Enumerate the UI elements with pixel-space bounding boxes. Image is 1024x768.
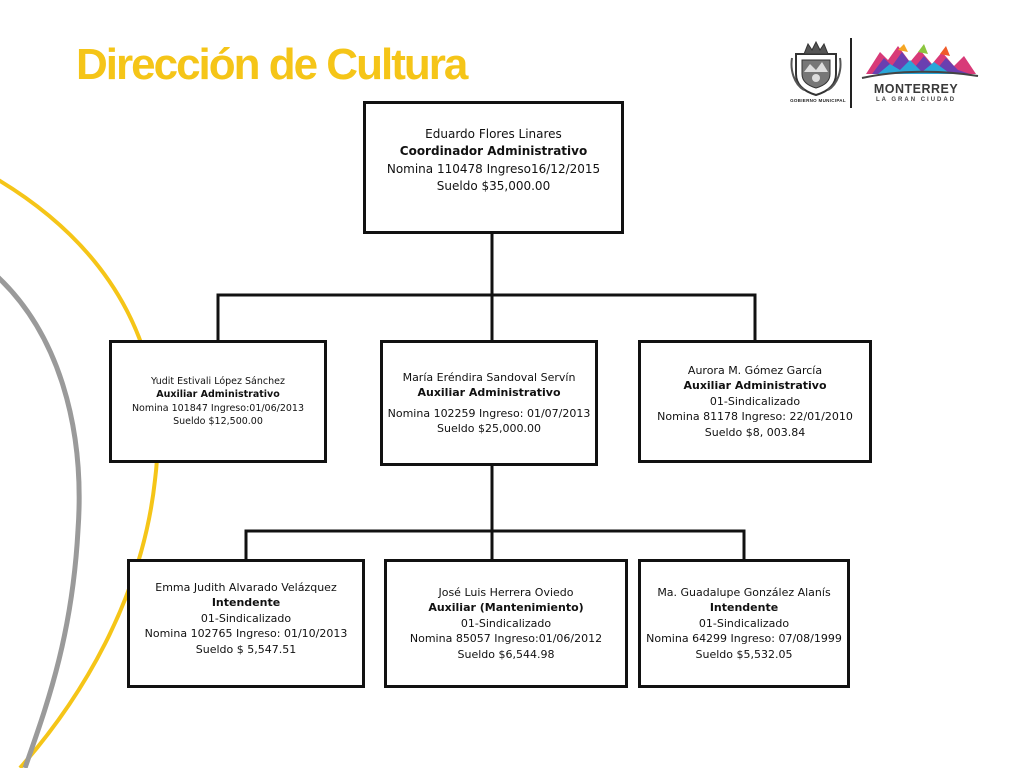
yellow-arc	[0, 178, 160, 768]
org-node-level3-left: Emma Judith Alvarado Velázquez Intendent…	[127, 559, 365, 688]
slide-title: Dirección de Cultura	[76, 40, 468, 89]
org-node-level3-right: Ma. Guadalupe González Alanís Intendente…	[638, 559, 850, 688]
person-tipo: 01-Sindicalizado	[709, 394, 801, 408]
person-role: Intendente	[211, 596, 281, 610]
org-node-level2-center: María Eréndira Sandoval Servín Auxiliar …	[380, 340, 598, 466]
person-name: Ma. Guadalupe González Alanís	[657, 586, 831, 600]
seal-caption: GOBIERNO MUNICIPAL	[790, 98, 846, 103]
person-tipo: 01-Sindicalizado	[698, 616, 790, 630]
person-tipo: 01-Sindicalizado	[460, 616, 552, 630]
person-sueldo: Sueldo $8, 003.84	[704, 425, 806, 439]
person-sueldo: Sueldo $35,000.00	[436, 179, 551, 194]
person-nomina: Nomina 64299 Ingreso: 07/08/1999	[646, 632, 842, 646]
person-name: María Eréndira Sandoval Servín	[402, 370, 576, 384]
person-name: Yudit Estivali López Sánchez	[151, 375, 285, 387]
org-node-director: Eduardo Flores Linares Coordinador Admin…	[363, 101, 624, 234]
person-name: Aurora M. Gómez García	[687, 364, 823, 378]
person-nomina: Nomina 81178 Ingreso: 22/01/2010	[657, 410, 853, 424]
person-name: José Luis Herrera Oviedo	[438, 586, 574, 600]
person-nomina: Nomina 102765 Ingreso: 01/10/2013	[144, 627, 348, 641]
org-node-level3-center: José Luis Herrera Oviedo Auxiliar (Mante…	[384, 559, 628, 688]
person-sueldo: Sueldo $12,500.00	[173, 415, 263, 427]
org-node-level2-right: Aurora M. Gómez García Auxiliar Administ…	[638, 340, 872, 463]
org-node-level2-left: Yudit Estivali López Sánchez Auxiliar Ad…	[109, 340, 327, 463]
monterrey-mountain-logo-icon	[861, 44, 979, 79]
person-nomina: Nomina 85057 Ingreso:01/06/2012	[409, 632, 603, 646]
person-sueldo: Sueldo $ 5,547.51	[195, 642, 297, 656]
city-tagline: LA GRAN CIUDAD	[875, 97, 957, 103]
person-sueldo: Sueldo $6,544.98	[457, 647, 555, 661]
logo-separator	[850, 38, 852, 108]
person-tipo: 01-Sindicalizado	[200, 611, 292, 625]
gray-arc	[0, 275, 82, 768]
person-role: Coordinador Administrativo	[399, 144, 588, 159]
person-sueldo: Sueldo $25,000.00	[437, 421, 541, 435]
municipal-seal-icon	[790, 40, 842, 96]
city-name: MONTERREY	[873, 82, 959, 96]
person-nomina: Nomina 102259 Ingreso: 01/07/2013	[387, 406, 591, 420]
person-role: Auxiliar (Mantenimiento)	[428, 601, 584, 615]
person-role: Auxiliar Administrativo	[683, 379, 827, 393]
person-role: Auxiliar Administrativo	[417, 386, 561, 400]
header-logos: GOBIERNO MUNICIPAL MONTERREY LA GRAN CIU…	[786, 36, 986, 110]
person-name: Eduardo Flores Linares	[425, 127, 562, 141]
person-name: Emma Judith Alvarado Velázquez	[155, 581, 337, 594]
person-role: Intendente	[709, 601, 779, 615]
person-nomina: Nomina 110478 Ingreso16/12/2015	[386, 161, 601, 176]
person-sueldo: Sueldo $5,532.05	[695, 647, 793, 661]
person-nomina: Nomina 101847 Ingreso:01/06/2013	[131, 402, 305, 414]
person-role: Auxiliar Administrativo	[156, 389, 280, 401]
